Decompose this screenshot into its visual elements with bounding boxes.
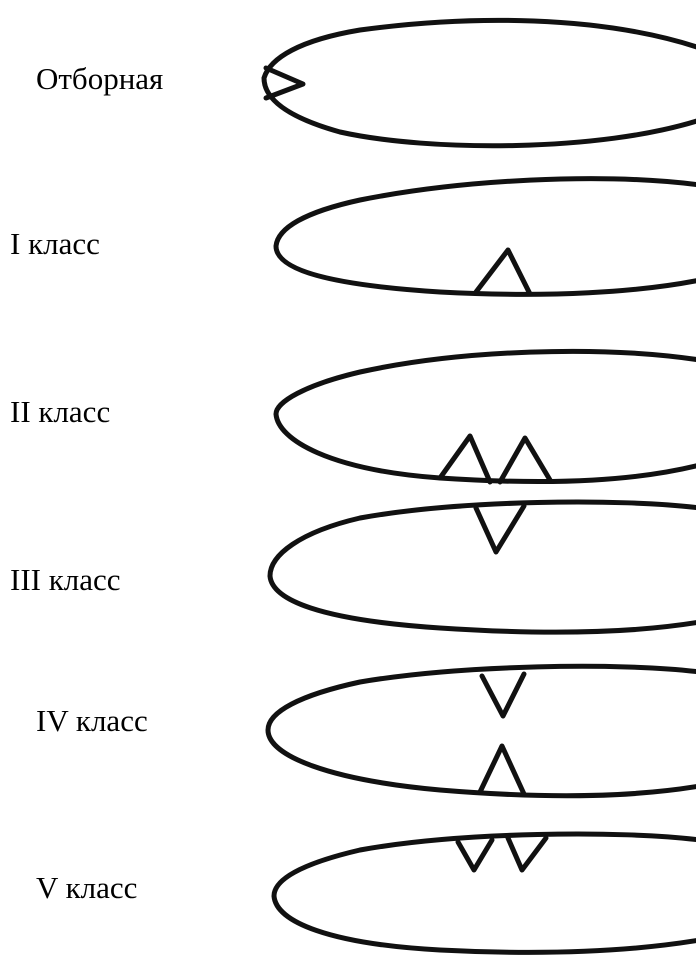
notch-top-class-3 bbox=[473, 503, 527, 555]
label-class-4: IV класс bbox=[36, 703, 148, 738]
label-class-5: V класс bbox=[36, 870, 138, 905]
tag-outline-class-5 bbox=[271, 831, 696, 955]
notch-bottom-class-2-right bbox=[497, 435, 553, 485]
tag-outline-class-1 bbox=[273, 176, 696, 297]
label-class-3: III класс bbox=[10, 562, 121, 597]
tag-outline-class-4 bbox=[265, 663, 696, 799]
tag-outline-class-3 bbox=[267, 499, 696, 635]
notch-bottom-class-2-left bbox=[437, 433, 493, 485]
tag-outline-otbornaya bbox=[261, 17, 696, 149]
notch-bottom-class-1 bbox=[473, 247, 533, 297]
notch-top-class-4 bbox=[479, 671, 527, 719]
tag-outline-class-2 bbox=[273, 348, 696, 485]
label-otbornaya: Отборная bbox=[36, 61, 164, 96]
notch-top-class-5-right bbox=[505, 835, 549, 873]
label-class-1: I класс bbox=[10, 226, 100, 261]
notch-top-class-5-left bbox=[455, 837, 495, 873]
notch-tip-otbornaya bbox=[263, 65, 306, 101]
notch-bottom-class-4 bbox=[477, 743, 527, 797]
label-class-2: II класс bbox=[10, 394, 111, 429]
